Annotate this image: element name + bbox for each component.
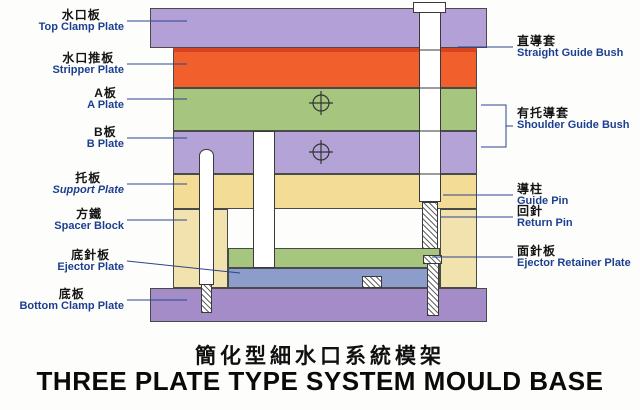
label-zh: 面針板 [517, 244, 557, 258]
label-ejector-plate: 底針板 Ejector Plate [57, 249, 124, 273]
label-zh: B板 [94, 125, 117, 139]
return-pin-left-foot [201, 284, 212, 313]
label-en: Return Pin [517, 217, 573, 229]
label-zh: 水口推板 [62, 51, 115, 65]
title-english: THREE PLATE TYPE SYSTEM MOULD BASE [36, 366, 604, 396]
spacer-block-right [440, 209, 477, 288]
label-zh: 回針 [517, 204, 544, 218]
label-en: Ejector Plate [57, 261, 124, 273]
label-en: Bottom Clamp Plate [19, 300, 124, 312]
shoulder-guide-bush-bracket [481, 104, 513, 148]
label-b-plate: B板 B Plate [87, 126, 124, 150]
label-stripper-plate: 水口推板 Stripper Plate [52, 52, 124, 76]
label-top-clamp-plate: 水口板 Top Clamp Plate [39, 9, 124, 33]
label-straight-guide-bush: 直導套 Straight Guide Bush [517, 35, 623, 59]
label-spacer-block: 方鐵 Spacer Block [54, 208, 124, 232]
label-en: Support Plate [52, 184, 124, 196]
label-zh: 水口板 [61, 8, 101, 22]
label-return-pin: 回針 Return Pin [517, 205, 573, 229]
return-pin-left [199, 149, 214, 285]
label-zh: 底板 [58, 287, 85, 301]
label-en: Straight Guide Bush [517, 47, 624, 59]
label-en: Top Clamp Plate [38, 21, 124, 33]
label-a-plate: A板 A Plate [87, 87, 124, 111]
label-ejector-retainer-plate: 面針板 Ejector Retainer Plate [517, 245, 631, 269]
stop-pin [427, 263, 439, 316]
guide-pin [419, 12, 441, 202]
label-bottom-clamp-plate: 底板 Bottom Clamp Plate [19, 288, 124, 312]
label-support-plate: 托板 Support Plate [52, 172, 124, 196]
label-en: Spacer Block [54, 220, 124, 232]
label-shoulder-guide-bush: 有托導套 Shoulder Guide Bush [517, 107, 629, 131]
label-zh: 導柱 [517, 182, 544, 196]
label-en: B Plate [86, 138, 124, 150]
title-chinese: 簡化型細水口系統模架 [195, 345, 445, 368]
label-zh: 直導套 [517, 34, 557, 48]
label-en: Shoulder Guide Bush [517, 119, 630, 131]
label-en: A Plate [87, 99, 124, 111]
label-en: Ejector Retainer Plate [517, 257, 631, 269]
screw-hole-icon [309, 91, 333, 115]
support-pillar [253, 131, 275, 268]
label-zh: 有托導套 [517, 106, 570, 120]
label-zh: 托板 [75, 171, 102, 185]
ejector-plate [228, 268, 440, 288]
label-zh: A板 [94, 86, 117, 100]
label-en: Guide Pin [517, 195, 569, 207]
label-en: Stripper Plate [52, 64, 124, 76]
return-pin [422, 202, 438, 249]
label-zh: 底針板 [71, 248, 111, 262]
stop-block [362, 276, 382, 288]
label-guide-pin: 導柱 Guide Pin [517, 183, 568, 207]
label-zh: 方鐵 [76, 207, 103, 221]
screw-hole-icon [309, 140, 333, 164]
